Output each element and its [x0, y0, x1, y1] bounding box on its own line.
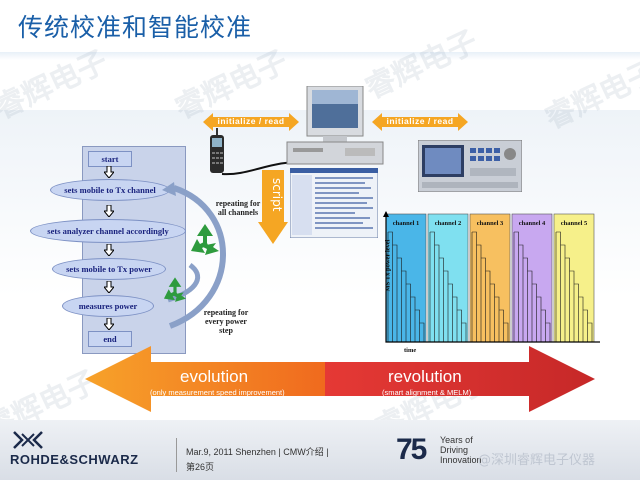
channel-label: channel 5 — [561, 220, 588, 227]
page-title: 传统校准和智能校准 — [18, 13, 253, 42]
power-step-line — [429, 231, 467, 342]
anniversary-line: Innovation — [440, 455, 482, 465]
computer-icon — [286, 86, 384, 165]
analyzer-instrument-icon — [418, 140, 522, 192]
script-arrow-icon — [258, 170, 288, 244]
power-step-line — [555, 231, 593, 342]
recycle-icon — [163, 277, 187, 302]
script-window — [290, 168, 378, 238]
footer-bar — [0, 420, 640, 480]
channel-chart: channel 1 channel 2 channel 3 channel 4 chan… — [376, 210, 602, 354]
chart-xlabel: time — [404, 347, 417, 354]
flow-step-start: start — [88, 151, 132, 167]
script-label: script — [270, 178, 284, 212]
header-divider — [0, 52, 640, 60]
channel-chart-svg: channel 1 channel 2 channel 3 channel 4 chan… — [383, 211, 600, 343]
footer-divider — [176, 438, 177, 472]
chart-ylabel: MS Tx power level — [384, 239, 392, 292]
footer-page-number: 第26页 — [186, 462, 215, 472]
flow-step-end: end — [88, 331, 132, 347]
revolution-label: revolution — [388, 367, 462, 386]
evolution-label: evolution — [180, 367, 249, 386]
down-arrow-icon — [104, 166, 114, 178]
anniversary-text: Years of Driving Innovation — [440, 435, 482, 465]
mobile-phone-icon — [210, 128, 224, 173]
evolution-revolution-arrow — [85, 346, 595, 412]
repeat-channels-label: repeating for all channels — [215, 199, 261, 217]
flow-step-set-analyzer: sets analyzer channel accordingly — [30, 219, 186, 243]
init-read-left-label: initialize / read — [217, 116, 285, 126]
double-arrow-icon — [203, 113, 299, 131]
social-watermark: @深圳睿辉电子仪器 — [478, 453, 596, 468]
footer-date-place: Mar.9, 2011 Shenzhen | CMW介绍 | — [186, 447, 329, 457]
flow-step-measure-power: measures power — [62, 295, 154, 317]
channel-label: channel 2 — [435, 220, 462, 227]
channel-label: channel 1 — [393, 220, 420, 227]
channel-label: channel 3 — [477, 220, 504, 227]
evolution-sublabel: (only measurement speed improvement) — [150, 388, 285, 397]
init-read-right-label: initialize / read — [386, 116, 454, 126]
channel-label: channel 4 — [519, 220, 546, 227]
double-arrow-icon — [372, 113, 468, 131]
rohde-schwarz-logo-icon — [13, 431, 43, 449]
down-arrow-icon — [104, 205, 114, 217]
axis-arrowhead — [383, 211, 389, 217]
down-arrow-icon — [104, 318, 114, 330]
power-step-line — [513, 231, 551, 342]
brand-name: ROHDE&SCHWARZ — [10, 452, 139, 467]
anniversary-line: Years of — [440, 435, 473, 445]
down-arrow-icon — [104, 281, 114, 293]
loop-arc-icon — [162, 182, 226, 329]
revolution-sublabel: (smart alignment & MELM) — [382, 388, 472, 397]
power-step-line — [471, 231, 509, 342]
flow-step-set-tx-channel: sets mobile to Tx channel — [50, 179, 170, 201]
anniversary-number: 75 — [396, 433, 427, 466]
power-step-line — [387, 231, 425, 342]
anniversary-line: Driving — [440, 445, 469, 455]
down-arrow-icon — [104, 244, 114, 256]
flow-step-set-tx-power: sets mobile to Tx power — [52, 258, 166, 280]
recycle-icon — [191, 224, 219, 255]
chart-axes — [385, 212, 600, 343]
repeat-power-label: repeating for every power step — [203, 308, 249, 335]
